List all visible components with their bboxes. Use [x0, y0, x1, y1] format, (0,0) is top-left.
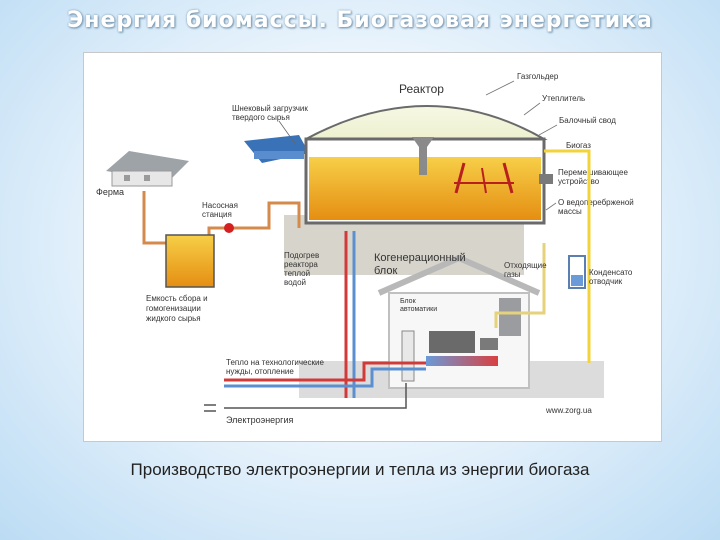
- tank-label-1: Емкость сбора и: [146, 294, 208, 303]
- loader-leader: [278, 120, 297, 146]
- pump-station: [224, 223, 234, 233]
- heating-label-2: реактора: [284, 260, 318, 269]
- mixer-label-2: устройство: [558, 177, 600, 186]
- mixer: [454, 162, 553, 194]
- condensate-label-1: Конденсато: [589, 268, 633, 277]
- loader-label-2: твердого сырья: [232, 113, 290, 122]
- heating-label-1: Подогрев: [284, 251, 319, 260]
- fermented-label-2: массы: [558, 207, 582, 216]
- biogas-pipe: [544, 149, 591, 363]
- biogas-plant-diagram: Ферма Емкость сбора и гомогенизации жидк…: [83, 52, 662, 442]
- cogen-label-1: Когенерационный: [374, 252, 466, 264]
- automation-label-2: автоматики: [400, 306, 437, 313]
- loader-label-1: Шнековый загрузчик: [232, 104, 308, 113]
- tank-to-pump-pipe: [207, 226, 259, 268]
- automation-label-1: Блок: [400, 298, 417, 305]
- beam-roof-label: Балочный свод: [559, 116, 616, 125]
- pump-label-1: Насосная: [202, 201, 238, 210]
- reactor-label: Реактор: [399, 82, 444, 96]
- pump-to-reactor-pipe: [259, 201, 301, 230]
- exhaust-label-2: газы: [504, 270, 521, 279]
- mixer-label-1: Перемешивающее: [558, 168, 628, 177]
- farm-building: [106, 151, 189, 187]
- electricity-label: Электроэнергия: [226, 415, 293, 425]
- electricity-line: [224, 383, 407, 409]
- plug-icon: [204, 404, 216, 412]
- exhaust-pipe: [494, 243, 546, 328]
- tank-label-3: жидкого сырья: [146, 314, 201, 323]
- farm-label: Ферма: [96, 187, 124, 197]
- cogen-label-2: блок: [374, 265, 397, 277]
- heating-label-3: теплой: [284, 269, 310, 278]
- heat-out-pipe-hot: [224, 361, 426, 382]
- heat-label-1: Тепло на технологические: [226, 358, 324, 367]
- screw-loader: [244, 135, 309, 163]
- farm-feed-pipe: [142, 191, 166, 245]
- insulation-label: Утеплитель: [542, 94, 585, 103]
- heat-label-2: нужды, отопление: [226, 367, 294, 376]
- condensate-trap: [568, 255, 586, 289]
- heating-label-4: водой: [284, 278, 306, 287]
- biogas-label: Биогаз: [566, 141, 591, 150]
- condensate-label-2: отводчик: [589, 277, 623, 286]
- exhaust-label-1: Отходящие: [504, 261, 547, 270]
- diagram-canvas: Ферма Емкость сбора и гомогенизации жидк…: [96, 72, 634, 425]
- reactor: [304, 105, 548, 225]
- website-label: www.zorg.ua: [545, 406, 592, 415]
- pump-label-2: станция: [202, 210, 232, 219]
- tank-label-2: гомогенизации: [146, 304, 201, 313]
- ground-block: [284, 215, 524, 275]
- gasholder-label: Газгольдер: [517, 72, 559, 81]
- figure-caption: Производство электроэнергии и тепла из э…: [130, 460, 590, 479]
- heat-out-pipe-cold: [224, 367, 426, 388]
- collection-tank: [165, 234, 215, 288]
- fermented-label-1: О ведоперебрженой: [558, 198, 634, 207]
- slide-title: Энергия биомассы. Биогазовая энергетика: [67, 8, 653, 33]
